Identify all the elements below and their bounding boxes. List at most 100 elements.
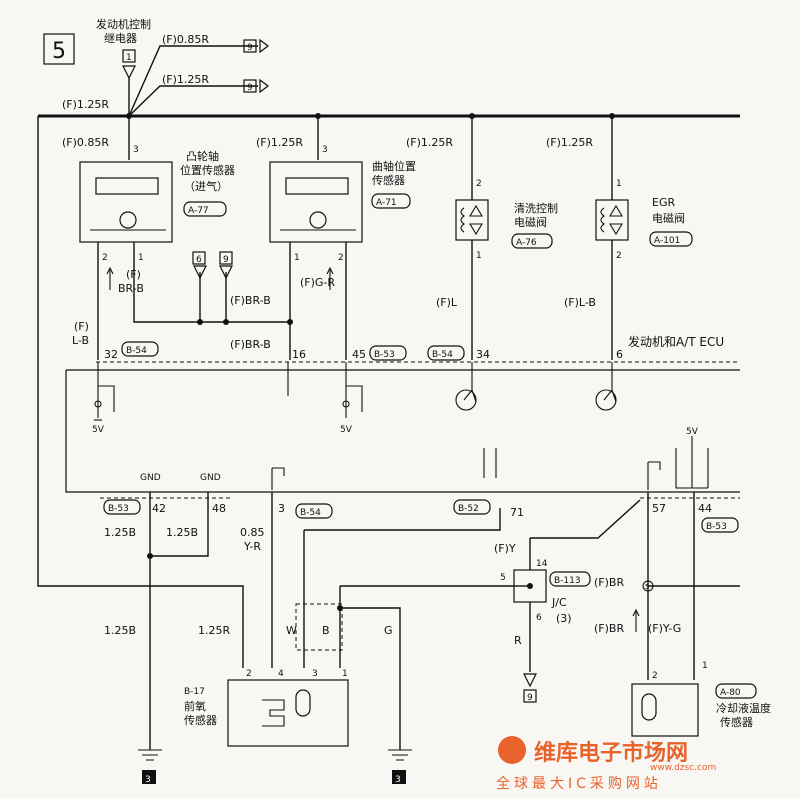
svg-text:清洗控制: 清洗控制: [514, 201, 558, 215]
svg-text:3: 3: [133, 145, 139, 155]
svg-text:传感器: 传感器: [184, 714, 217, 727]
svg-text:6: 6: [536, 613, 542, 623]
camshaft-sensor: [79, 161, 173, 243]
svg-text:凸轮轴: 凸轮轴: [186, 149, 219, 163]
svg-text:2: 2: [246, 669, 252, 679]
ecu-box: [65, 369, 740, 493]
svg-text:位置传感器: 位置传感器: [180, 163, 235, 177]
relay-label-1: 发动机控制: [96, 17, 151, 31]
crank-id: A-71: [376, 198, 397, 208]
pin-6: 6: [616, 348, 623, 361]
pin-34: 34: [476, 348, 490, 361]
svg-text:(3): (3): [556, 612, 572, 625]
page-number-box: [43, 33, 75, 65]
wire-fbr-a: (F)BR: [594, 576, 624, 589]
w125b-a: 1.25B: [104, 526, 136, 539]
wire-f125r-top: (F)1.25R: [162, 73, 209, 86]
pin-3: 3: [278, 502, 285, 515]
thermistor-icon: [641, 693, 657, 721]
ref-9-box-a: [243, 39, 257, 53]
wire-camshaft: (F)0.85R: [62, 136, 109, 149]
svg-text:电磁阀: 电磁阀: [514, 215, 547, 229]
logo-url: www.dzsc.com: [650, 763, 716, 773]
svg-text:曲轴位置: 曲轴位置: [372, 159, 416, 173]
svg-text:Y-R: Y-R: [243, 540, 261, 553]
v5-a: 5V: [92, 425, 105, 435]
ref-9-a: 9: [247, 43, 253, 53]
pin-44: 44: [698, 502, 712, 515]
wire-purge-l: (F)L: [436, 296, 458, 309]
transistor-icon: [455, 389, 477, 411]
wire-g: G: [384, 624, 393, 637]
pin-16: 16: [292, 348, 306, 361]
heater-icon: [262, 699, 285, 727]
svg-text:传感器: 传感器: [720, 716, 753, 729]
svg-text:5: 5: [645, 583, 649, 591]
relay-pin-box: [122, 49, 136, 63]
pin-45: 45: [352, 348, 366, 361]
pin-42: 42: [152, 502, 166, 515]
svg-text:6: 6: [196, 255, 202, 265]
wire-f085r-top: (F)0.85R: [162, 33, 209, 46]
ref-9-box-b: [243, 79, 257, 93]
svg-text:0.85: 0.85: [240, 526, 265, 539]
conn-b52: B-52: [458, 504, 479, 514]
gnd-b: GND: [200, 473, 221, 483]
ref-3-a: 3: [145, 775, 151, 785]
svg-text:传感器: 传感器: [372, 174, 405, 187]
svg-text:2: 2: [616, 251, 622, 261]
pin-48: 48: [212, 502, 226, 515]
relay-connector-icon: [122, 65, 136, 80]
wire-f125r-left: (F)1.25R: [62, 98, 109, 111]
svg-text:3: 3: [322, 145, 328, 155]
wire-brb2: (F)BR-B: [230, 294, 271, 307]
wire-b: B: [322, 624, 330, 637]
wire-gr: (F)G-R: [300, 276, 335, 289]
egr-id: A-101: [654, 236, 680, 246]
svg-text:1: 1: [702, 661, 708, 671]
transistor-icon: [595, 389, 617, 411]
relay-label-2: 继电器: [104, 32, 137, 45]
svg-text:BR-B: BR-B: [118, 282, 144, 295]
valve-icon: [469, 204, 483, 236]
w125b-c: 1.25B: [104, 624, 136, 637]
pin-32: 32: [104, 348, 118, 361]
wire-egr: (F)1.25R: [546, 136, 593, 149]
wire-fy: (F)Y: [494, 542, 516, 555]
conn-b53-b: B-53: [108, 504, 129, 514]
wire-fbr-b: (F)BR: [594, 622, 624, 635]
crank-sensor: [269, 161, 363, 243]
svg-text:1: 1: [294, 253, 300, 263]
page-number: 5: [52, 39, 66, 64]
ref-9-b: 9: [247, 83, 253, 93]
svg-text:1: 1: [616, 179, 622, 189]
hall-element-icon: [119, 211, 137, 229]
purge-id: A-76: [516, 238, 537, 248]
w125b-b: 1.25B: [166, 526, 198, 539]
ecu-title: 发动机和A/T ECU: [628, 334, 724, 349]
svg-text:（进气）: （进气）: [184, 179, 228, 193]
coolant-id: A-80: [720, 688, 741, 698]
svg-text:2: 2: [652, 671, 658, 681]
gnd-a: GND: [140, 473, 161, 483]
conn-b54-b: B-54: [432, 350, 453, 360]
svg-text:前氧: 前氧: [184, 699, 206, 713]
ground-icon: [138, 749, 162, 761]
wire-fyg: (F)Y-G: [648, 622, 681, 635]
logo-main: 维库电子市场网: [534, 740, 688, 766]
svg-text:L-B: L-B: [72, 334, 89, 347]
pin-71: 71: [510, 506, 524, 519]
svg-text:4: 4: [278, 669, 284, 679]
ref-3-b: 3: [395, 775, 401, 785]
coil-icon: [460, 207, 465, 233]
wire-brb3: (F)BR-B: [230, 338, 271, 351]
svg-text:2: 2: [338, 253, 344, 263]
coolant-sensor: [631, 683, 699, 737]
ground-icon: [388, 749, 412, 761]
pin-57: 57: [652, 502, 666, 515]
svg-text:EGR: EGR: [652, 196, 675, 209]
hall-element-icon: [309, 211, 327, 229]
svg-text:冷却液温度: 冷却液温度: [716, 701, 771, 715]
